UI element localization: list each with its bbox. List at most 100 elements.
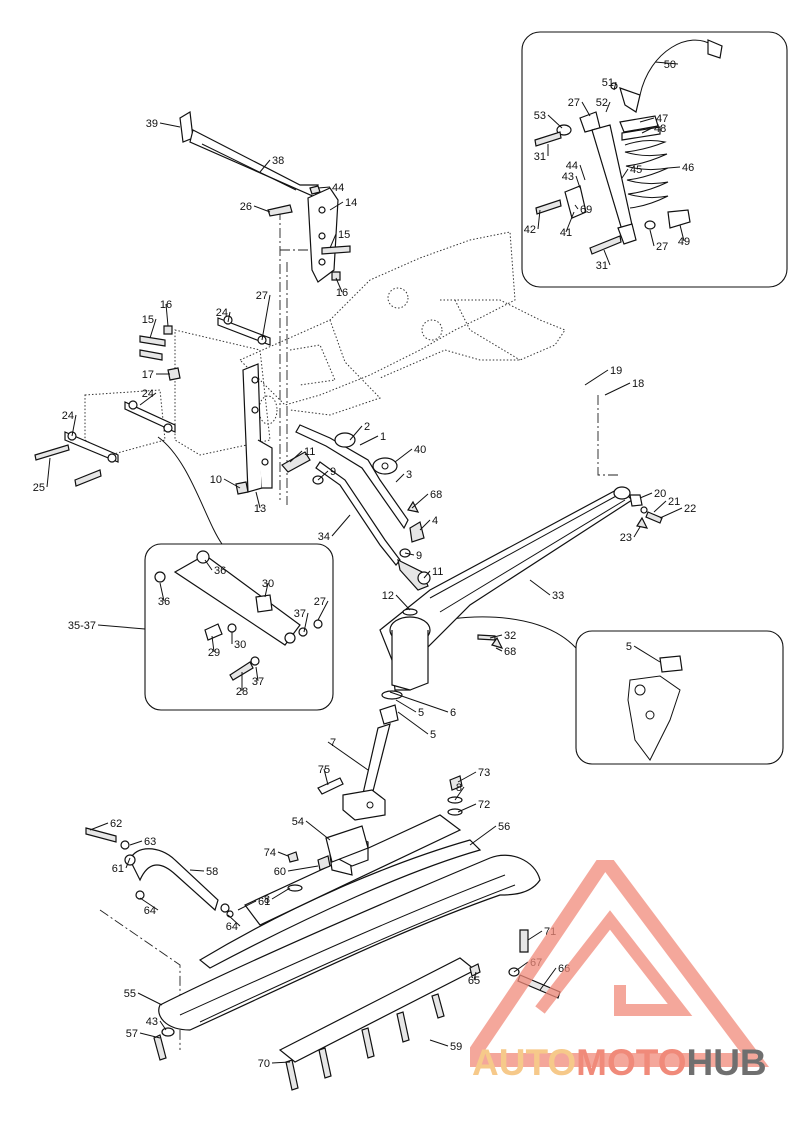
callout-6: 6: [450, 707, 456, 719]
callout-20: 20: [654, 488, 666, 500]
callout-15: 15: [338, 229, 350, 241]
callout-leader-18: [604, 382, 631, 396]
callout-11: 11: [304, 446, 315, 458]
callout-61: 61: [112, 863, 124, 875]
callout-leader-68: [411, 493, 429, 509]
callout-leader-64: [227, 914, 241, 927]
callout-58: 58: [206, 866, 218, 878]
callout-53: 53: [534, 110, 546, 122]
callout-leader-34: [331, 514, 351, 537]
callout-leader-46: [667, 166, 681, 169]
callout-27: 27: [314, 596, 326, 608]
callout-leader-14: [329, 201, 344, 211]
callout-17: 17: [142, 369, 154, 381]
callout-27: 27: [656, 241, 668, 253]
spindle-bushing-parts: [627, 655, 683, 761]
callout-28: 28: [236, 686, 248, 698]
callout-8: 8: [264, 894, 270, 906]
callout-31: 31: [596, 260, 608, 272]
callout-24: 24: [62, 410, 74, 422]
callout-leader-53: [547, 114, 563, 129]
callout-leader-71: [527, 930, 543, 941]
callout-leader-8: [454, 786, 465, 801]
callout-3: 3: [406, 469, 412, 481]
callout-leader-22: [659, 507, 683, 519]
spindle-bushing-inset: [575, 630, 784, 765]
callout-74: 74: [264, 847, 276, 859]
callout-leader-39: [159, 122, 181, 128]
callout-46: 46: [682, 162, 694, 174]
callout-24: 24: [216, 307, 228, 319]
callout-75: 75: [318, 764, 330, 776]
callout-64: 64: [144, 905, 156, 917]
callout-57: 57: [126, 1028, 138, 1040]
watermark-logotype: AUTOMOTOHUB: [472, 1042, 767, 1083]
callout-61: 61: [258, 896, 270, 908]
callout-leader-50: [654, 61, 679, 65]
callout-leader-5: [397, 711, 429, 735]
callout-leader-27: [649, 229, 655, 247]
callout-leader-43: [575, 175, 581, 189]
callout-12: 12: [382, 590, 394, 602]
callout-leader-6: [389, 691, 449, 713]
callout-leader-64: [139, 897, 159, 911]
callout-leader-31: [603, 249, 611, 266]
callout-68: 68: [504, 646, 516, 658]
callout-42: 42: [524, 224, 536, 236]
steering-arm-assembly: [179, 111, 351, 283]
callout-43: 43: [146, 1016, 158, 1028]
callout-leader-37: [255, 666, 259, 682]
callout-55: 55: [124, 988, 136, 1000]
callout-leader-68: [495, 647, 503, 652]
callout-32: 32: [504, 630, 516, 642]
callout-leader-63: [129, 840, 143, 846]
callout-leader-42: [537, 209, 541, 230]
callout-leader-11: [423, 570, 431, 579]
callout-26: 26: [240, 201, 252, 213]
callout-70: 70: [258, 1058, 270, 1070]
leader-to-linkage-inset: [157, 436, 223, 545]
callout-44: 44: [332, 182, 344, 194]
callout-73: 73: [478, 767, 490, 779]
callout-leader-61: [237, 900, 257, 911]
callout-leader-13: [255, 491, 261, 509]
callout-11: 11: [432, 566, 443, 578]
callout-leader-37: [303, 612, 309, 633]
callout-31: 31: [534, 151, 546, 163]
callout-leader-5: [633, 645, 661, 663]
callout-leader-72: [457, 803, 477, 813]
callout-leader-44: [317, 186, 331, 189]
spindle: [317, 690, 403, 821]
linkage-inset: [144, 543, 334, 711]
callout-leader-16: [335, 277, 343, 293]
callout-leader-4: [419, 519, 431, 531]
chassis-frame-outline: [84, 231, 566, 456]
callout-37: 37: [294, 608, 306, 620]
callout-leader-19: [584, 369, 609, 386]
callout-leader-23: [633, 526, 641, 538]
callout-50: 50: [664, 59, 676, 71]
callout-leader-59: [429, 1039, 449, 1047]
callout-15: 15: [142, 314, 154, 326]
callout-72: 72: [478, 799, 490, 811]
callout-leader-58: [189, 869, 205, 872]
callout-33: 33: [552, 590, 564, 602]
callout-62: 62: [110, 818, 122, 830]
callout-16: 16: [160, 299, 172, 311]
callout-59: 59: [450, 1041, 462, 1053]
callout-9: 9: [416, 550, 422, 562]
callout-52: 52: [596, 97, 608, 109]
callout-leader-24: [227, 311, 231, 323]
callout-8: 8: [456, 782, 462, 794]
svg-text:AUTOMOTOHUB: AUTOMOTOHUB: [472, 1042, 767, 1083]
callout-54: 54: [292, 816, 304, 828]
callout-4: 4: [432, 515, 438, 527]
callout-leader-2: [349, 425, 363, 441]
callout-leader-15: [329, 233, 337, 249]
watermark-hub: HUB: [686, 1042, 766, 1083]
watermark-logo-mark: [470, 860, 769, 1067]
callout-leader-35-37: [97, 624, 146, 630]
callout-21: 21: [668, 496, 680, 508]
callout-16: 16: [336, 287, 348, 299]
callout-25: 25: [33, 482, 45, 494]
